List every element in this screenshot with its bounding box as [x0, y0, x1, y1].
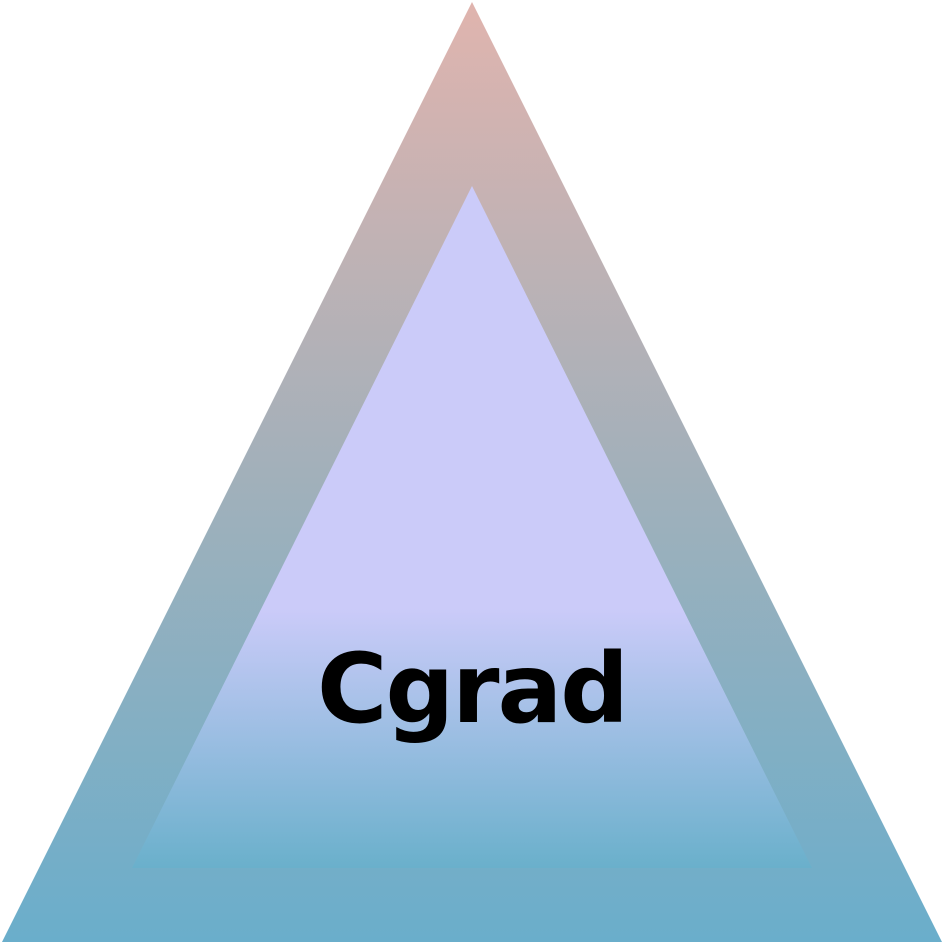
logo-wordmark: Cgrad [317, 633, 627, 745]
inner-triangle [132, 186, 812, 868]
